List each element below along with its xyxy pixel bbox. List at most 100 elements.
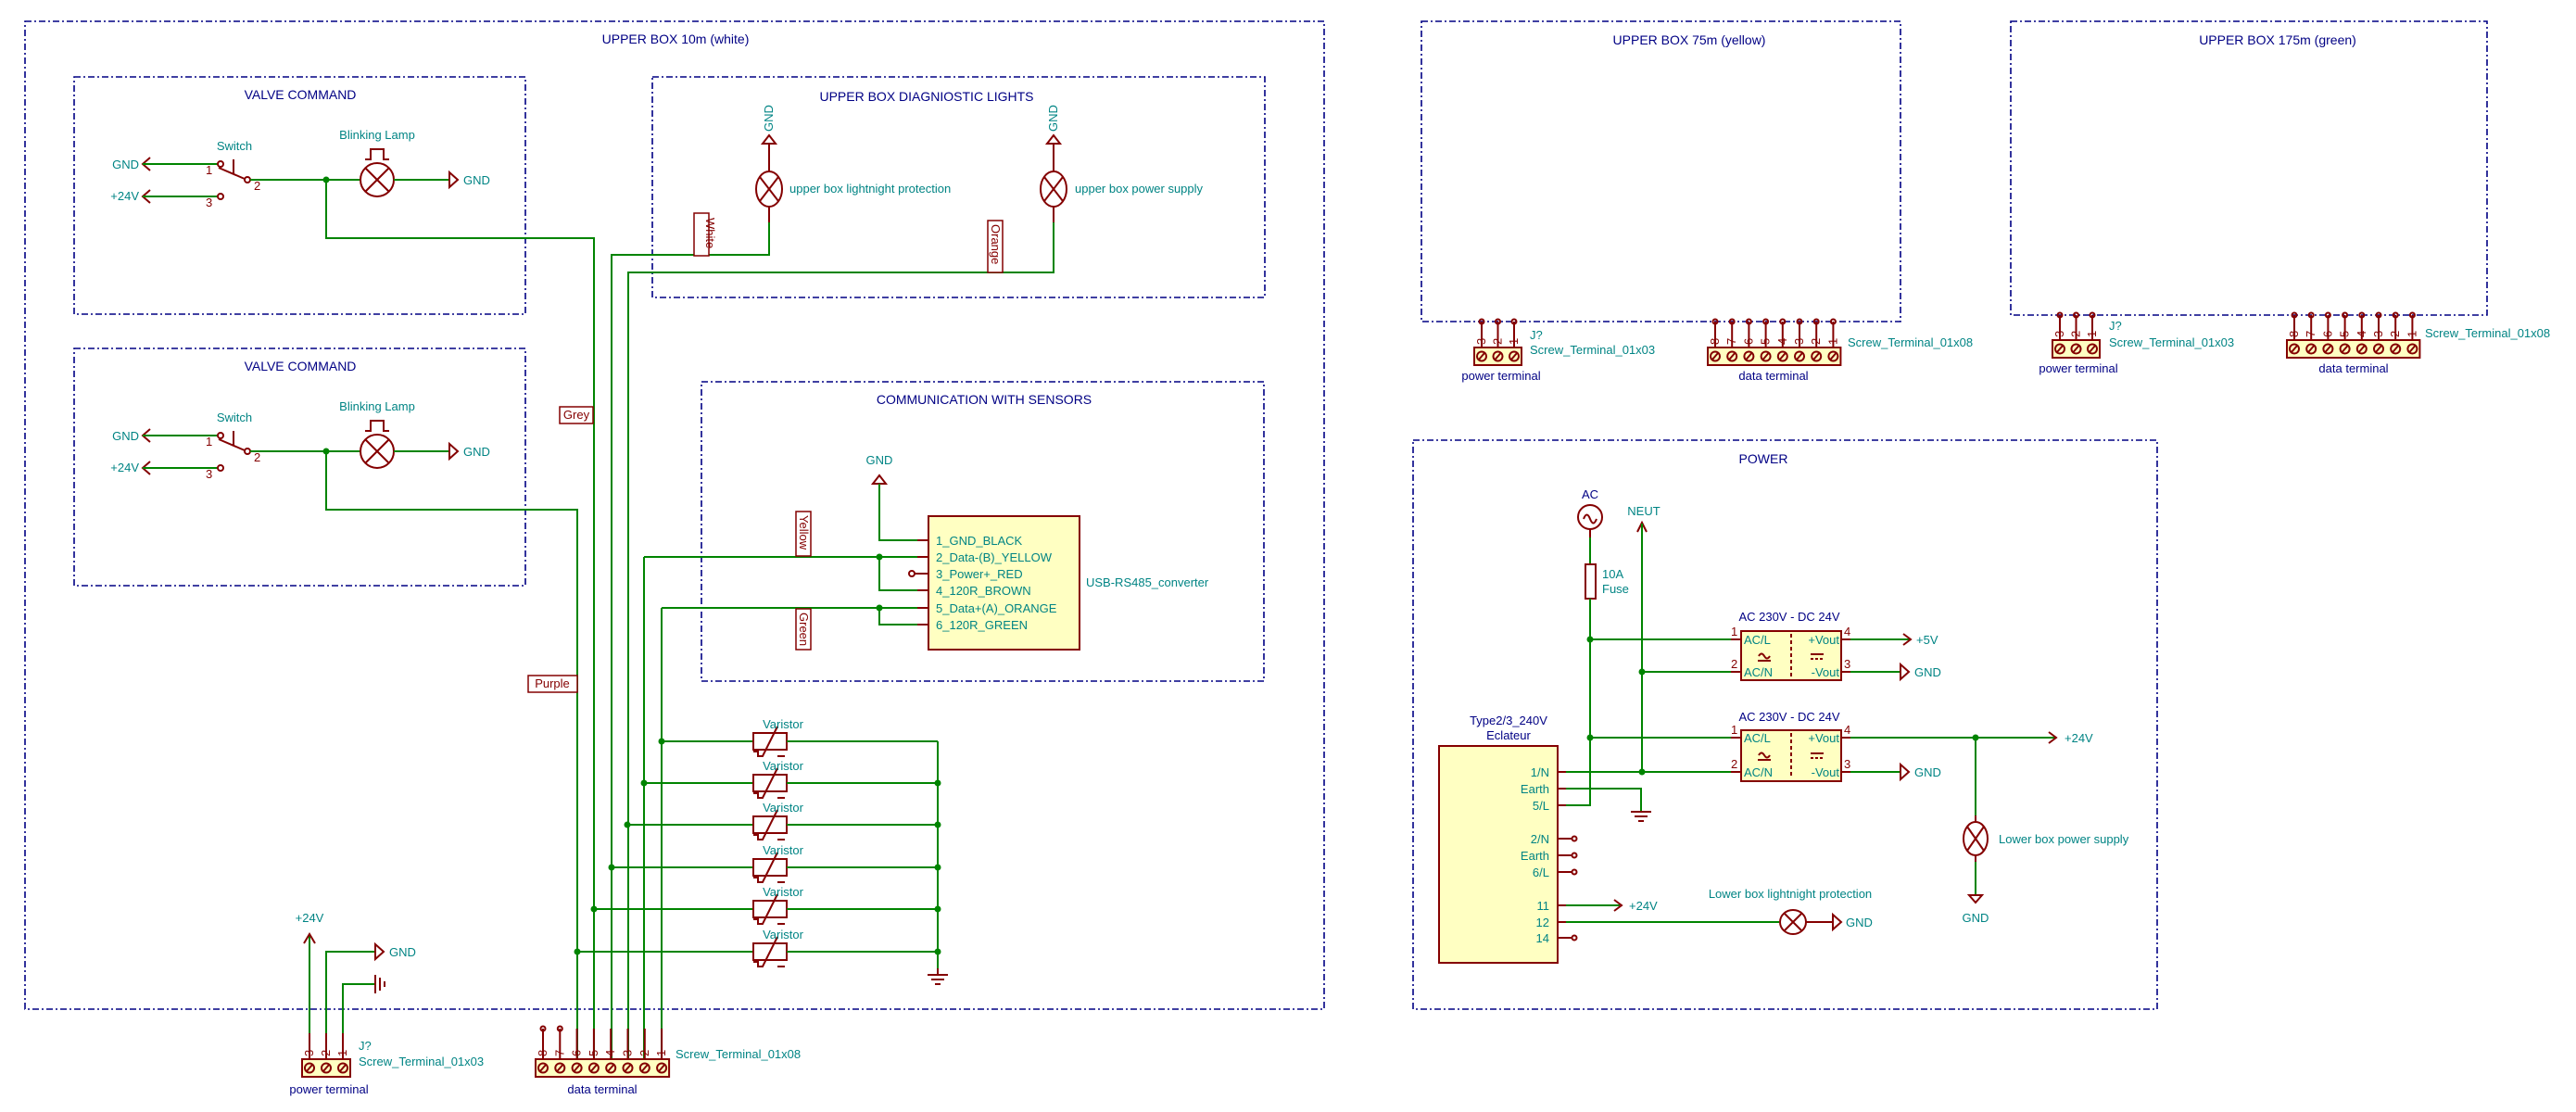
terminal-name: power terminal	[289, 1082, 368, 1096]
gnd-label: GND	[1914, 765, 1941, 779]
screw-icon	[1476, 350, 1487, 362]
screw-icon	[537, 1062, 549, 1074]
v24-arrow-icon	[1613, 899, 1623, 912]
terminal-value: Screw_Terminal_01x03	[2109, 335, 2234, 349]
terminal-name: data terminal	[1738, 369, 1808, 383]
pin-number: 6	[1741, 338, 1755, 345]
junction	[876, 604, 883, 612]
screw-icon	[1811, 350, 1823, 362]
gnd-symbol-icon	[448, 170, 460, 190]
wire	[342, 983, 375, 1033]
unconnected-pin-icon	[1571, 934, 1578, 941]
junction	[624, 821, 631, 828]
junction	[590, 905, 598, 913]
unconnected-pin-icon	[2358, 311, 2366, 319]
sheet-border	[1421, 20, 1901, 322]
terminal-value: Screw_Terminal_01x08	[1848, 335, 1973, 349]
communication-with-sensors: COMMUNICATION WITH SENSORS GND 1_GND_BLA…	[644, 381, 1265, 682]
screw-icon	[2355, 343, 2368, 355]
unconnected-pin-icon	[2375, 311, 2382, 319]
gnd-symbol-icon	[1900, 662, 1911, 682]
gnd-label: GND	[1046, 105, 1060, 132]
wire	[878, 557, 917, 591]
unconnected-pin-icon	[1812, 318, 1820, 325]
unconnected-pin-icon	[2342, 311, 2349, 319]
ac-source-icon	[1577, 504, 1603, 530]
terminal-ref: J?	[359, 1039, 372, 1053]
screw-icon	[622, 1062, 634, 1074]
lamp-label: upper box lightnight protection	[789, 182, 951, 196]
screw-icon	[656, 1062, 668, 1074]
screw-icon	[2406, 343, 2418, 355]
v5-label: +5V	[1916, 633, 1938, 647]
switch-label: Switch	[217, 411, 252, 424]
switch-icon	[217, 159, 251, 200]
power-terminal: J? Screw_Terminal_01x03 power terminal 3…	[1461, 318, 1655, 383]
eclateur-pin-label: 11	[1537, 899, 1550, 913]
screw-icon	[1827, 350, 1839, 362]
pin-vout-plus: +Vout	[1808, 731, 1839, 745]
unconnected-pin-icon	[2324, 311, 2331, 319]
lamp-label: Blinking Lamp	[339, 128, 415, 142]
eclateur-body	[1438, 745, 1559, 964]
screw-icon	[1794, 350, 1805, 362]
pin-number: 1	[335, 1050, 349, 1056]
valve-command-border	[73, 76, 526, 315]
screw-icon	[1760, 350, 1772, 362]
sheet-title: POWER	[1739, 451, 1788, 466]
unconnected-pin-icon	[1571, 852, 1578, 859]
gnd-label: GND	[1963, 911, 1989, 925]
pin-number: 4	[1844, 625, 1850, 638]
pin-number: 1	[1731, 625, 1737, 638]
pin-acn: AC/N	[1744, 765, 1773, 779]
lamp-icon	[1040, 171, 1067, 208]
junction	[876, 553, 883, 561]
unconnected-pin-icon	[1711, 318, 1719, 325]
gnd-symbol-icon	[870, 474, 889, 485]
gnd-symbol-icon	[760, 133, 778, 145]
lamp-label: upper box power supply	[1075, 182, 1204, 196]
junction	[608, 864, 615, 871]
converter-title: AC 230V - DC 24V	[1738, 710, 1839, 724]
pin-vout-plus: +Vout	[1808, 633, 1839, 647]
svg-text:Green: Green	[797, 613, 811, 646]
power-terminal: J? Screw_Terminal_01x03 power terminal 3…	[2039, 311, 2234, 375]
valve-command-1: VALVE COMMAND GND +24V Switch 1 2 3 Blin…	[73, 76, 595, 1059]
sheet-border	[24, 20, 1325, 1010]
unconnected-pin-icon	[2089, 311, 2096, 319]
ground-icon	[928, 968, 948, 985]
unconnected-pin-icon	[1571, 835, 1578, 842]
ac-dc-symbol-icon	[1758, 752, 1824, 761]
fuse-name: Fuse	[1602, 582, 1629, 596]
junction	[934, 779, 941, 787]
screw-icon	[321, 1062, 332, 1074]
v24-arrow-icon	[303, 932, 316, 944]
communication-title: COMMUNICATION WITH SENSORS	[877, 392, 1092, 407]
junction	[1638, 668, 1646, 676]
v24-label: +24V	[2065, 731, 2093, 745]
pin-acl: AC/L	[1744, 731, 1771, 745]
pin-number: 1	[1731, 723, 1737, 737]
unconnected-pin-icon	[539, 1025, 547, 1032]
usb-rs485-converter-body	[928, 515, 1080, 651]
gnd-symbol-icon	[374, 941, 385, 962]
ground-icon	[1631, 811, 1651, 822]
screw-icon	[2390, 343, 2402, 355]
screw-icon	[2289, 343, 2300, 355]
sheet-upper-box-10m: UPPER BOX 10m (white)	[24, 20, 1325, 1010]
blinking-lamp-icon	[360, 420, 395, 469]
terminal-ref: J?	[2109, 319, 2122, 333]
wire	[878, 608, 917, 626]
diag-lights-border	[651, 76, 1266, 298]
unconnected-pin-icon	[2392, 311, 2399, 319]
wire-label-green: Green	[795, 608, 812, 651]
terminal-value: Screw_Terminal_01x03	[1530, 343, 1655, 357]
wire-label-grey: Grey	[559, 406, 594, 424]
terminal-ref: J?	[1530, 328, 1543, 342]
pin-number: 5	[1759, 338, 1773, 345]
varistor-label: Varistor	[763, 843, 803, 857]
eclateur-pin-label: 2/N	[1531, 832, 1549, 846]
gnd-label: GND	[762, 105, 776, 132]
lamp-label: Blinking Lamp	[339, 399, 415, 413]
